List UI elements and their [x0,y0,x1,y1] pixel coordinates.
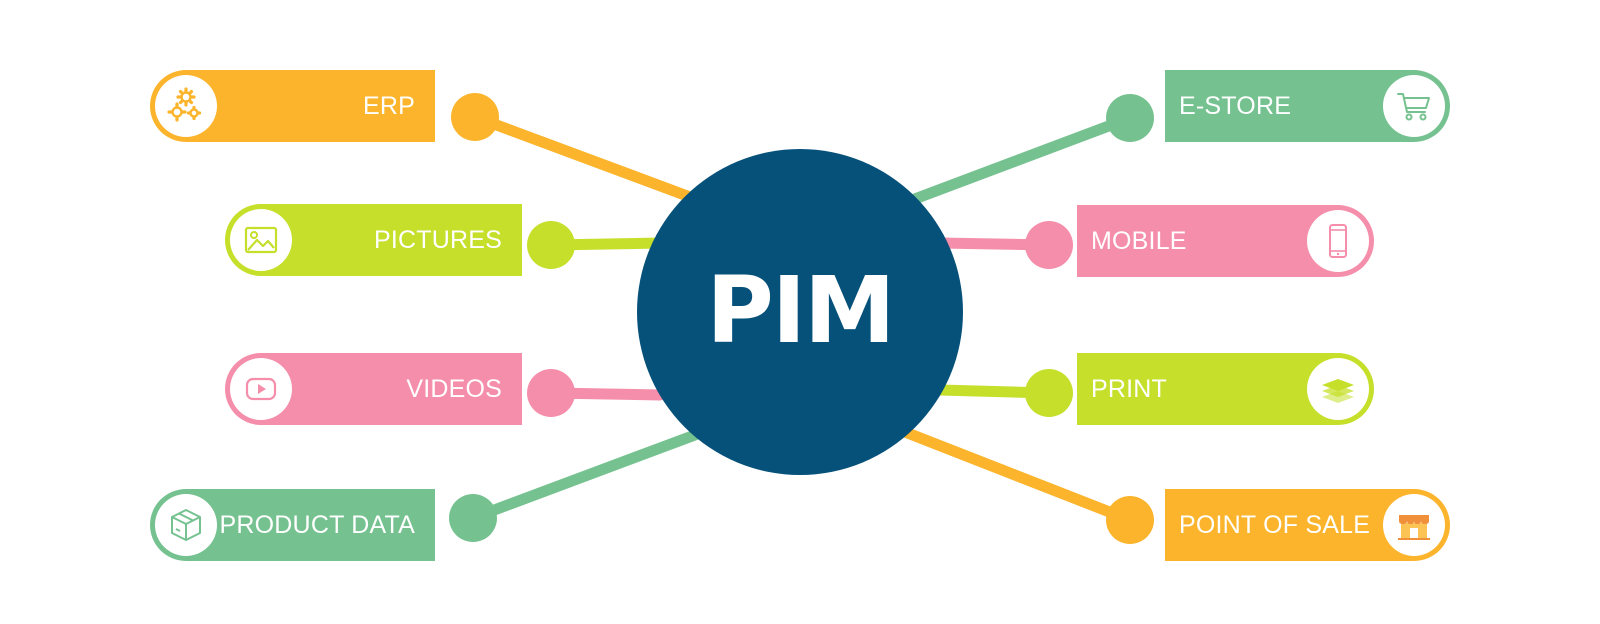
node-pictures [527,221,575,269]
print-band: PRINT [1077,353,1338,425]
box-icon [171,509,201,541]
product-data-badge [155,494,217,556]
node-mobile [1025,221,1073,269]
mobile-label: MOBILE [1091,226,1187,255]
e-store-band: E-STORE [1165,70,1414,142]
connector-e-store [906,112,1136,206]
point-of-sale-band: POINT OF SALE [1165,489,1414,561]
pictures-badge [230,209,292,271]
connector-product-data [467,429,701,524]
erp-label: ERP [362,91,415,120]
videos-band: VIDEOS [261,353,522,425]
node-print [1025,369,1073,417]
node-videos [527,369,575,417]
print-label: PRINT [1091,374,1167,403]
node-erp [451,93,499,141]
node-point-of-sale [1106,496,1154,544]
input-product-data: PRODUCT DATA [150,489,435,561]
videos-label: VIDEOS [406,374,502,403]
input-erp: ERP [150,70,435,142]
input-videos: VIDEOS [225,353,522,425]
output-e-store: E-STORE [1165,70,1450,142]
output-point-of-sale: POINT OF SALE [1165,489,1450,561]
pim-hub: PIM [637,149,963,475]
layers-icon [1322,379,1354,403]
erp-band: ERP [186,70,435,142]
node-e-store [1106,94,1154,142]
point-of-sale-label: POINT OF SALE [1179,510,1371,539]
node-product-data [449,494,497,542]
output-mobile: MOBILE [1077,205,1374,277]
erp-badge [155,75,217,137]
product-data-label: PRODUCT DATA [219,510,415,539]
pictures-label: PICTURES [373,225,502,254]
connector-point-of-sale [899,426,1136,526]
output-print: PRINT [1077,353,1374,425]
gears-icon [167,87,202,122]
image-icon [244,226,278,254]
smartphone-icon [1329,224,1347,258]
input-pictures: PICTURES [225,204,522,276]
mobile-badge [1307,210,1369,272]
point-of-sale-badge [1383,494,1445,556]
video-play-icon [245,377,277,401]
mobile-band: MOBILE [1077,205,1338,277]
e-store-label: E-STORE [1179,91,1292,120]
pictures-band: PICTURES [261,204,522,276]
storefront-icon [1398,515,1430,540]
videos-badge [230,358,292,420]
e-store-badge [1383,75,1445,137]
connector-erp [469,111,696,203]
print-badge [1307,358,1369,420]
product-data-band: PRODUCT DATA [186,489,435,561]
hub-label: PIM [706,256,895,364]
shopping-cart-icon [1397,93,1430,121]
